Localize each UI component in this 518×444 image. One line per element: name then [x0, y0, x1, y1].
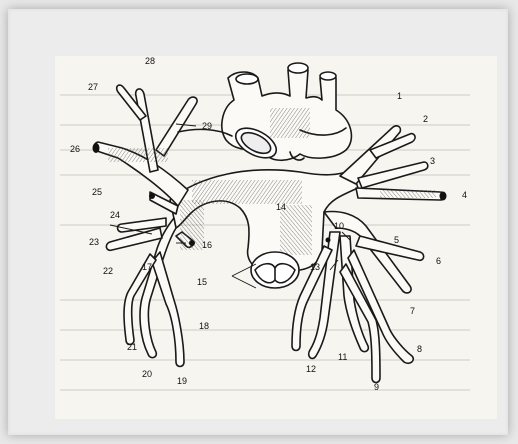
label-15: 15 — [197, 277, 207, 287]
label-11: 11 — [338, 352, 347, 362]
label-9: 9 — [374, 382, 379, 392]
label-16: 16 — [202, 240, 212, 250]
label-26: 26 — [70, 144, 80, 154]
label-25: 25 — [92, 187, 102, 197]
label-1: 1 — [397, 91, 402, 101]
label-21: 21 — [127, 342, 137, 352]
label-24: 24 — [110, 210, 120, 220]
label-28: 28 — [145, 56, 155, 66]
aortic-arch — [222, 63, 352, 164]
label-7: 7 — [410, 306, 415, 316]
label-5: 5 — [394, 235, 399, 245]
label-6: 6 — [436, 256, 441, 266]
label-29: 29 — [202, 121, 212, 131]
label-3: 3 — [430, 156, 435, 166]
label-18: 18 — [199, 321, 209, 331]
label-20: 20 — [142, 369, 152, 379]
label-23: 23 — [89, 237, 99, 247]
label-4: 4 — [462, 190, 467, 200]
label-8: 8 — [417, 344, 422, 354]
label-14: 14 — [276, 202, 286, 212]
label-2: 2 — [423, 114, 428, 124]
label-17: 17 — [142, 262, 152, 272]
label-13: 13 — [310, 262, 320, 272]
branch-upper-right — [340, 126, 445, 200]
label-27: 27 — [88, 82, 98, 92]
label-12: 12 — [306, 364, 316, 374]
label-19: 19 — [177, 376, 187, 386]
label-10: 10 — [334, 221, 344, 231]
branch-left — [106, 192, 204, 367]
label-22: 22 — [103, 266, 113, 276]
